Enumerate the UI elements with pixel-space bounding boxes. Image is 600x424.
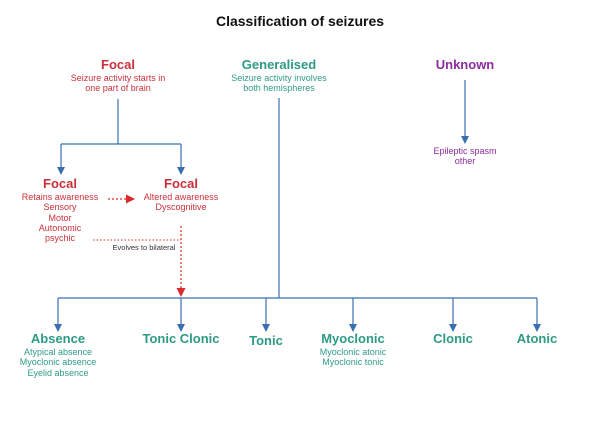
focal-impaired-item: Altered awareness [143, 191, 219, 202]
focal-node: Focal Seizure activity starts in one par… [58, 57, 178, 94]
focal-impaired-item: Dyscognitive [155, 202, 207, 213]
generalised-type-label: Atonic [516, 331, 558, 346]
evolves-to-bilateral-label: Evolves to bilateral [112, 243, 176, 252]
generalised-node: Generalised Seizure activity involves bo… [219, 57, 339, 94]
generalised-type-absence: Absence Atypical absence Myoclonic absen… [8, 331, 108, 378]
focal-aware-label: Focal [43, 176, 77, 191]
generalised-type-label: Tonic Clonic [142, 331, 220, 346]
focal-aware-node: Focal Retains awareness Sensory Motor Au… [11, 176, 109, 244]
generalised-type-item: Myoclonic atonic [319, 346, 387, 357]
diagram-title: Classification of seizures [215, 13, 385, 29]
focal-label: Focal [101, 57, 135, 72]
generalised-type-item: Atypical absence [23, 346, 93, 357]
generalised-type-item: Eyelid absence [27, 367, 89, 378]
focal-aware-item: Retains awareness [21, 191, 99, 202]
generalised-type-tonic: Tonic [236, 333, 296, 349]
generalised-type-item: Myoclonic absence [19, 357, 97, 368]
generalised-type-label: Clonic [433, 331, 473, 346]
generalised-label: Generalised [241, 57, 317, 72]
focal-description-line-1: Seizure activity starts in [70, 72, 166, 83]
generalised-type-atonic: Atonic [507, 331, 567, 347]
unknown-node: Unknown [420, 57, 510, 73]
unknown-label: Unknown [435, 57, 495, 72]
generalised-type-label: Absence [30, 331, 86, 346]
focal-aware-item: Autonomic [38, 222, 82, 233]
focal-aware-item: Sensory [43, 202, 77, 213]
generalised-type-tonic-clonic: Tonic Clonic [136, 331, 226, 347]
unknown-type: other [454, 156, 476, 167]
generalised-type-label: Tonic [249, 333, 283, 348]
focal-impaired-node: Focal Altered awareness Dyscognitive [136, 176, 226, 213]
focal-description-line-2: one part of brain [85, 83, 151, 94]
focal-aware-item: Motor [48, 212, 72, 223]
focal-impaired-label: Focal [164, 176, 198, 191]
generalised-type-item: Myoclonic tonic [322, 357, 384, 368]
generalised-type-clonic: Clonic [423, 331, 483, 347]
generalised-description-line-1: Seizure activity involves [231, 72, 327, 83]
unknown-type: Epileptic spasm [433, 146, 497, 156]
focal-aware-item: psychic [44, 233, 75, 244]
generalised-type-myoclonic: Myoclonic Myoclonic atonic Myoclonic ton… [308, 331, 398, 368]
generalised-type-label: Myoclonic [321, 331, 385, 346]
generalised-description-line-2: both hemispheres [243, 83, 315, 94]
unknown-types-list: Epileptic spasm other [420, 146, 510, 167]
